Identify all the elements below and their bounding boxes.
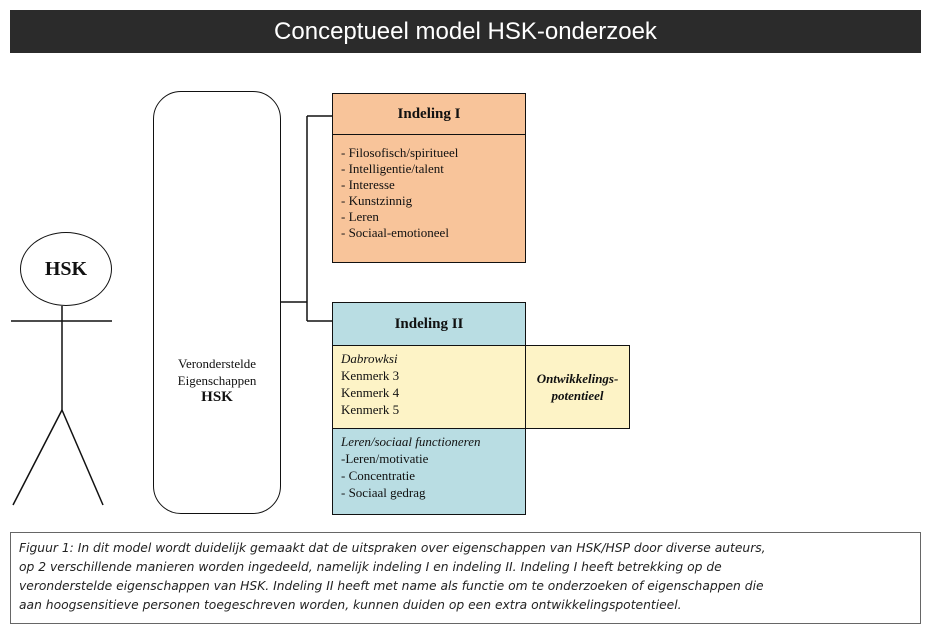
list-item: - Kunstzinnig <box>341 193 413 208</box>
person-label: HSK <box>44 257 88 280</box>
dabrowski-box: Dabrowksi Kenmerk 3 Kenmerk 4 Kenmerk 5 <box>332 345 526 429</box>
list-item: - Interesse <box>341 177 395 192</box>
list-item: - Sociaal-emotioneel <box>341 225 449 240</box>
caption-line: veronderstelde eigenschappen van HSK. In… <box>19 579 764 593</box>
list-item: Kenmerk 5 <box>341 402 400 417</box>
indeling1-list: - Filosofisch/spiritueel - Intelligentie… <box>341 145 525 241</box>
dabrowski-list: Dabrowksi Kenmerk 3 Kenmerk 4 Kenmerk 5 <box>341 350 525 418</box>
indeling2-header-box: Indeling II <box>332 302 526 346</box>
traits-text: Veronderstelde Eigenschappen <box>154 355 280 389</box>
diagram-title: Conceptueel model HSK-onderzoek <box>10 10 921 53</box>
dabrowski-title: Dabrowksi <box>341 351 398 366</box>
indeling2-title: Indeling II <box>394 315 464 332</box>
figure-caption: Figuur 1: In dit model wordt duidelijk g… <box>10 532 921 624</box>
list-item: Kenmerk 4 <box>341 385 400 400</box>
traits-line2: Eigenschappen <box>177 373 257 388</box>
figure-left-leg <box>12 409 63 506</box>
list-item: - Filosofisch/spiritueel <box>341 145 459 160</box>
person-head: HSK <box>20 232 112 306</box>
list-item: -Leren/motivatie <box>341 451 429 466</box>
ontwikkeling-line2: potentieel <box>551 388 604 403</box>
list-item: - Intelligentie/talent <box>341 161 444 176</box>
ontwikkeling-line1: Ontwikkelings- <box>536 371 619 386</box>
caption-line: Figuur 1: In dit model wordt duidelijk g… <box>19 541 766 555</box>
list-item: - Leren <box>341 209 379 224</box>
list-item: - Sociaal gedrag <box>341 485 426 500</box>
ontwikkeling-box: Ontwikkelings- potentieel <box>525 345 630 429</box>
leren-box: Leren/sociaal functioneren -Leren/motiva… <box>332 428 526 515</box>
indeling1-header-box: Indeling I <box>332 93 526 135</box>
indeling1-list-box: - Filosofisch/spiritueel - Intelligentie… <box>332 134 526 263</box>
traits-label: HSK <box>201 389 233 405</box>
traits-line1: Veronderstelde <box>178 356 256 371</box>
traits-box: Veronderstelde Eigenschappen HSK <box>153 91 281 514</box>
indeling1-title: Indeling I <box>397 105 461 122</box>
caption-line: aan hoogsensitieve personen toegeschreve… <box>19 598 682 612</box>
figure-right-leg <box>61 409 104 506</box>
list-item: - Concentratie <box>341 468 415 483</box>
leren-title: Leren/sociaal functioneren <box>341 434 481 449</box>
caption-line: op 2 verschillende manieren worden inged… <box>19 560 722 574</box>
list-item: Kenmerk 3 <box>341 368 400 383</box>
leren-list: Leren/sociaal functioneren -Leren/motiva… <box>341 433 525 501</box>
